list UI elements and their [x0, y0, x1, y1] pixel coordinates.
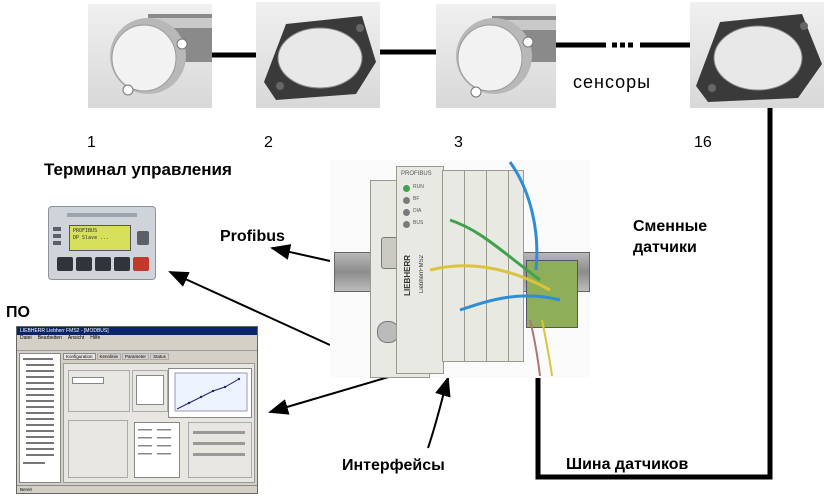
menu-item-view: Ansicht: [67, 335, 85, 341]
panel-group-1: [68, 370, 130, 412]
led-bf-label: BF: [413, 196, 420, 202]
terminal-key: [57, 257, 73, 271]
tab-configuration: Konfiguration: [63, 353, 96, 360]
software-toolbar: [17, 342, 257, 351]
software-chart-thumbnail: [168, 368, 252, 418]
sensor-number-3: 3: [454, 134, 463, 151]
sensor-photo-1: [88, 4, 212, 108]
replaceable-sensors-line-2: датчики: [633, 239, 697, 256]
led-dia: [403, 209, 410, 216]
menu-item-file: Datei: [20, 335, 32, 341]
panel-group-2: [132, 370, 168, 412]
tab-status: Status: [150, 353, 169, 360]
software-statusbar: Bereit: [17, 485, 257, 493]
profibus-label: Profibus: [220, 228, 285, 245]
replaceable-sensors-label: Сменные датчики: [633, 216, 707, 258]
lcd-line-1: PROFIBUS: [73, 228, 98, 234]
controller-photo: PROFIBUS RUN BF DIA BUS LIEBHERR Liebher…: [330, 160, 590, 378]
sensor-number-2: 2: [264, 134, 273, 151]
terminal-key: [76, 257, 92, 271]
panel-table: [134, 422, 180, 478]
software-window: LIEBHERR Liebherr FMS2 - [MODBUS] Datei …: [16, 326, 258, 494]
led-bus: [403, 221, 410, 228]
terminal-key-red: [133, 257, 149, 271]
sensor-photo-3: [436, 4, 556, 108]
terminal-blocks: [526, 260, 578, 328]
terminal-label: Терминал управления: [44, 160, 232, 179]
interfaces-label: Интерфейсы: [342, 457, 445, 474]
control-terminal: PROFIBUS DP Slave ...: [48, 206, 156, 280]
software-label: ПО: [6, 304, 30, 321]
sensor-photo-16: [690, 2, 824, 108]
sensor-2-icon: [264, 16, 376, 100]
controller-header: PROFIBUS: [401, 171, 432, 177]
tab-parameters: Parameter: [122, 353, 150, 360]
terminal-key: [114, 257, 130, 271]
led-bf: [403, 197, 410, 204]
software-arrow: [268, 375, 393, 415]
software-panel: [63, 363, 255, 483]
cables-icon: [429, 161, 561, 377]
profibus-arrow: [270, 244, 331, 262]
terminal-left-keys: [53, 227, 63, 249]
sensor-bus-line: [535, 108, 773, 480]
led-run: [403, 185, 410, 192]
tree-items-icon: [23, 358, 54, 464]
sensor-photo-2: [256, 2, 380, 108]
tab-curve: Kennlinie: [96, 353, 122, 360]
panel-options: [188, 422, 252, 478]
sensor-16-icon: [696, 14, 822, 102]
led-bus-label: BUS: [413, 220, 424, 226]
software-tabs: Konfiguration Kennlinie Parameter Status: [63, 353, 169, 360]
sensor-bus-label: Шина датчиков: [566, 456, 689, 473]
terminal-arrow: [168, 271, 331, 346]
terminal-side-key: [137, 231, 149, 245]
table-lines-icon: [138, 429, 171, 455]
software-titlebar: LIEBHERR Liebherr FMS2 - [MODBUS]: [17, 327, 257, 335]
replaceable-sensors-line-1: Сменные: [633, 218, 708, 235]
sensor-number-16: 16: [694, 134, 712, 151]
panel-group-3: [68, 420, 128, 478]
menu-item-edit: Bearbeiten: [37, 335, 62, 341]
lcd-line-2: DP Slave ...: [73, 235, 110, 241]
software-tree: [19, 353, 61, 483]
sensor-3-icon: [456, 16, 556, 98]
sensor-1-icon: [110, 14, 212, 96]
chart-thumbnail-icon: [174, 372, 248, 412]
interfaces-arrow: [427, 376, 451, 449]
terminal-slot: [67, 213, 137, 217]
led-dia-label: DIA: [413, 208, 422, 214]
terminal-key: [95, 257, 111, 271]
led-run-label: RUN: [413, 184, 424, 190]
menu-item-help: Hilfe: [90, 335, 101, 341]
sensor-number-1: 1: [87, 134, 96, 151]
sensors-label: сенсоры: [573, 72, 652, 92]
software-menubar: Datei Bearbeiten Ansicht Hilfe: [17, 335, 257, 342]
terminal-lcd: PROFIBUS DP Slave ...: [69, 225, 131, 251]
terminal-keypad: [57, 257, 149, 271]
